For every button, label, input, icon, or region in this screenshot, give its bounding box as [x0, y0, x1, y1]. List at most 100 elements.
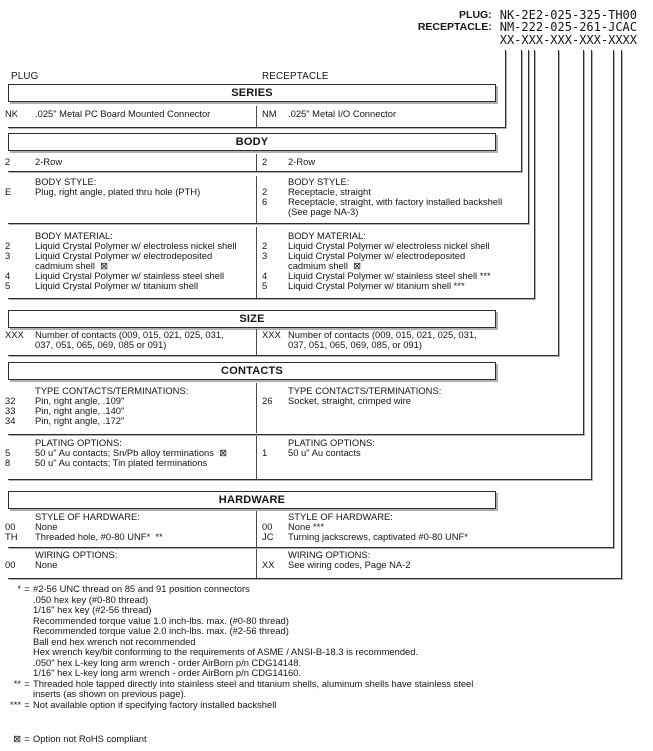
divider-body-row — [256, 154, 257, 171]
subsection-title: BODY MATERIAL: — [35, 230, 113, 241]
footnote-equals — [21, 595, 33, 606]
option-code: XXX — [5, 329, 24, 340]
footnotes: *=#2-56 UNC thread on 85 and 91 position… — [6, 583, 651, 710]
series-receptacle-option: NM .025" Metal I/O Connector — [262, 109, 526, 119]
option-desc: Liquid Crystal Polymer w/ electroless ni… — [35, 240, 237, 251]
option-desc: Pin, right angle, .172" — [35, 415, 125, 426]
leader-line-plating — [591, 50, 592, 479]
footnote-equals — [21, 637, 33, 648]
option-row: TH Threaded hole, #0-80 UNF* ** — [5, 532, 253, 542]
footnote-line: Hex wrench key/bit conforming to the req… — [6, 646, 651, 658]
divider-body-style — [256, 176, 257, 223]
option-code: 2 — [262, 186, 268, 197]
footnote-equals — [21, 626, 33, 637]
size-section-header: SIZE — [8, 310, 496, 328]
divider-body-material — [256, 227, 257, 298]
footnote-line: inserts (as shown on previous page). — [6, 688, 651, 700]
option-desc-line1: Liquid Crystal Polymer w/ electrodeposit… — [35, 250, 213, 261]
option-desc-line2: 037, 051, 065, 069, 085 or 091) — [35, 339, 167, 350]
rohs-text: Option not RoHS compliant — [33, 733, 147, 744]
subsection-title: PLATING OPTIONS: — [288, 437, 375, 448]
option-desc: Liquid Crystal Polymer w/ electrodeposit… — [35, 251, 253, 271]
option-code: XX — [262, 559, 275, 570]
divider-hardware-style — [256, 511, 257, 547]
hardware-style-plug-options: STYLE OF HARDWARE: 00 None TH Threaded h… — [5, 512, 253, 542]
subsection-title: PLATING OPTIONS: — [35, 437, 122, 448]
footnote-text: .050 hex key (#0-80 thread) — [33, 593, 149, 605]
footnote-marker — [6, 626, 21, 637]
option-row: 2 Liquid Crystal Polymer w/ electroless … — [262, 241, 526, 251]
plug-column-label: PLUG — [11, 71, 39, 82]
option-code: 8 — [5, 457, 11, 468]
footnote-equals: = — [24, 677, 30, 689]
footnote-line: **=Threaded hole tapped directly into st… — [6, 677, 651, 690]
subsection-title: BODY STYLE: — [288, 176, 350, 187]
option-code: 34 — [5, 415, 16, 426]
footnote-line: *=#2-56 UNC thread on 85 and 91 position… — [6, 583, 651, 595]
divider-plating — [256, 436, 257, 479]
footnote-marker: ** — [13, 677, 21, 689]
footnote-marker — [6, 595, 21, 606]
option-row: 3 Liquid Crystal Polymer w/ electrodepos… — [262, 251, 526, 271]
divider-series — [256, 106, 257, 127]
body-material-plug-options: BODY MATERIAL: 2 Liquid Crystal Polymer … — [5, 231, 253, 291]
rule-body-row-bottom — [8, 171, 522, 172]
subsection-title: BODY STYLE: — [35, 176, 97, 187]
option-code: 4 — [262, 270, 268, 281]
wiring-plug-options: WIRING OPTIONS: 00 None — [5, 550, 253, 570]
footnote-text: 1/16" hex key (#2-56 thread) — [33, 604, 152, 615]
option-code: JC — [262, 531, 274, 542]
footnote-marker — [6, 637, 21, 648]
option-code: 5 — [262, 280, 268, 291]
series-plug-option: NK .025" Metal PC Board Mounted Connecto… — [5, 109, 253, 119]
leader-line-hardware-style — [613, 50, 614, 547]
option-row: 5 Liquid Crystal Polymer w/ titanium she… — [5, 281, 253, 291]
footnote-text: .050" hex L-key long arm wrench - order … — [33, 656, 302, 668]
option-code: E — [5, 186, 12, 197]
footnote-marker: * — [17, 583, 21, 594]
option-desc: Receptacle, straight, with factory insta… — [288, 197, 526, 217]
footnote-equals: = — [24, 698, 30, 710]
option-code: TH — [5, 531, 18, 542]
footnote-line: 1/16" hex L-key long arm wrench - order … — [6, 667, 651, 679]
option-desc: 50 u" Au contacts; Sn/Pb alloy terminati… — [35, 447, 228, 458]
rule-size-bottom — [8, 355, 559, 356]
option-row: 1 50 u" Au contacts — [262, 448, 526, 458]
option-row: 2 Liquid Crystal Polymer w/ electroless … — [5, 241, 253, 251]
footnote-line: .050 hex key (#0-80 thread) — [6, 593, 651, 606]
footnote-marker — [6, 658, 21, 669]
option-desc: Socket, straight, crimped wire — [288, 395, 411, 406]
subsection-title: WIRING OPTIONS: — [288, 549, 371, 560]
option-desc-line1: Receptacle, straight, with factory insta… — [288, 196, 503, 207]
receptacle-column-label: RECEPTACLE — [262, 71, 329, 82]
size-plug-option: XXX Number of contacts (009, 015, 021, 0… — [5, 330, 253, 350]
rule-series-bottom — [8, 127, 506, 128]
body-row-plug-option: 2 2-Row — [5, 157, 253, 167]
option-desc-line1: Number of contacts (009, 015, 021, 025, … — [288, 329, 477, 340]
body-style-receptacle-options: BODY STYLE: 2 Receptacle, straight 6 Rec… — [262, 177, 526, 217]
option-desc: 2-Row — [35, 156, 63, 167]
footnote-marker — [6, 647, 21, 658]
footnote-text: 1/16" hex L-key long arm wrench - order … — [33, 667, 302, 678]
option-row: 4 Liquid Crystal Polymer w/ stainless st… — [262, 271, 526, 281]
body-row-receptacle-option: 2 2-Row — [262, 157, 526, 167]
subsection-title: WIRING OPTIONS: — [35, 549, 118, 560]
option-code: NM — [262, 108, 277, 119]
footnote-marker — [6, 605, 21, 616]
option-code: 2 — [5, 156, 11, 167]
option-row: 32 Pin, right angle, .109" — [5, 396, 253, 406]
option-row: 2 2-Row — [5, 157, 253, 167]
option-row: XXX Number of contacts (009, 015, 021, 0… — [262, 330, 526, 350]
option-code: NK — [5, 108, 19, 119]
option-row: 26 Socket, straight, crimped wire — [262, 396, 526, 406]
rule-wiring-bottom — [8, 578, 622, 579]
option-code: 5 — [5, 447, 11, 458]
rohs-symbol-icon: ⊠ — [13, 733, 21, 744]
footnote-equals: = — [24, 583, 30, 594]
option-desc-line1: Liquid Crystal Polymer w/ electrodeposit… — [288, 250, 466, 261]
body-style-plug-options: BODY STYLE: E Plug, right angle, plated … — [5, 177, 253, 197]
option-code: 1 — [262, 447, 268, 458]
footnote-text: Ball end hex wrench not recommended — [33, 635, 196, 647]
divider-wiring — [256, 549, 257, 578]
